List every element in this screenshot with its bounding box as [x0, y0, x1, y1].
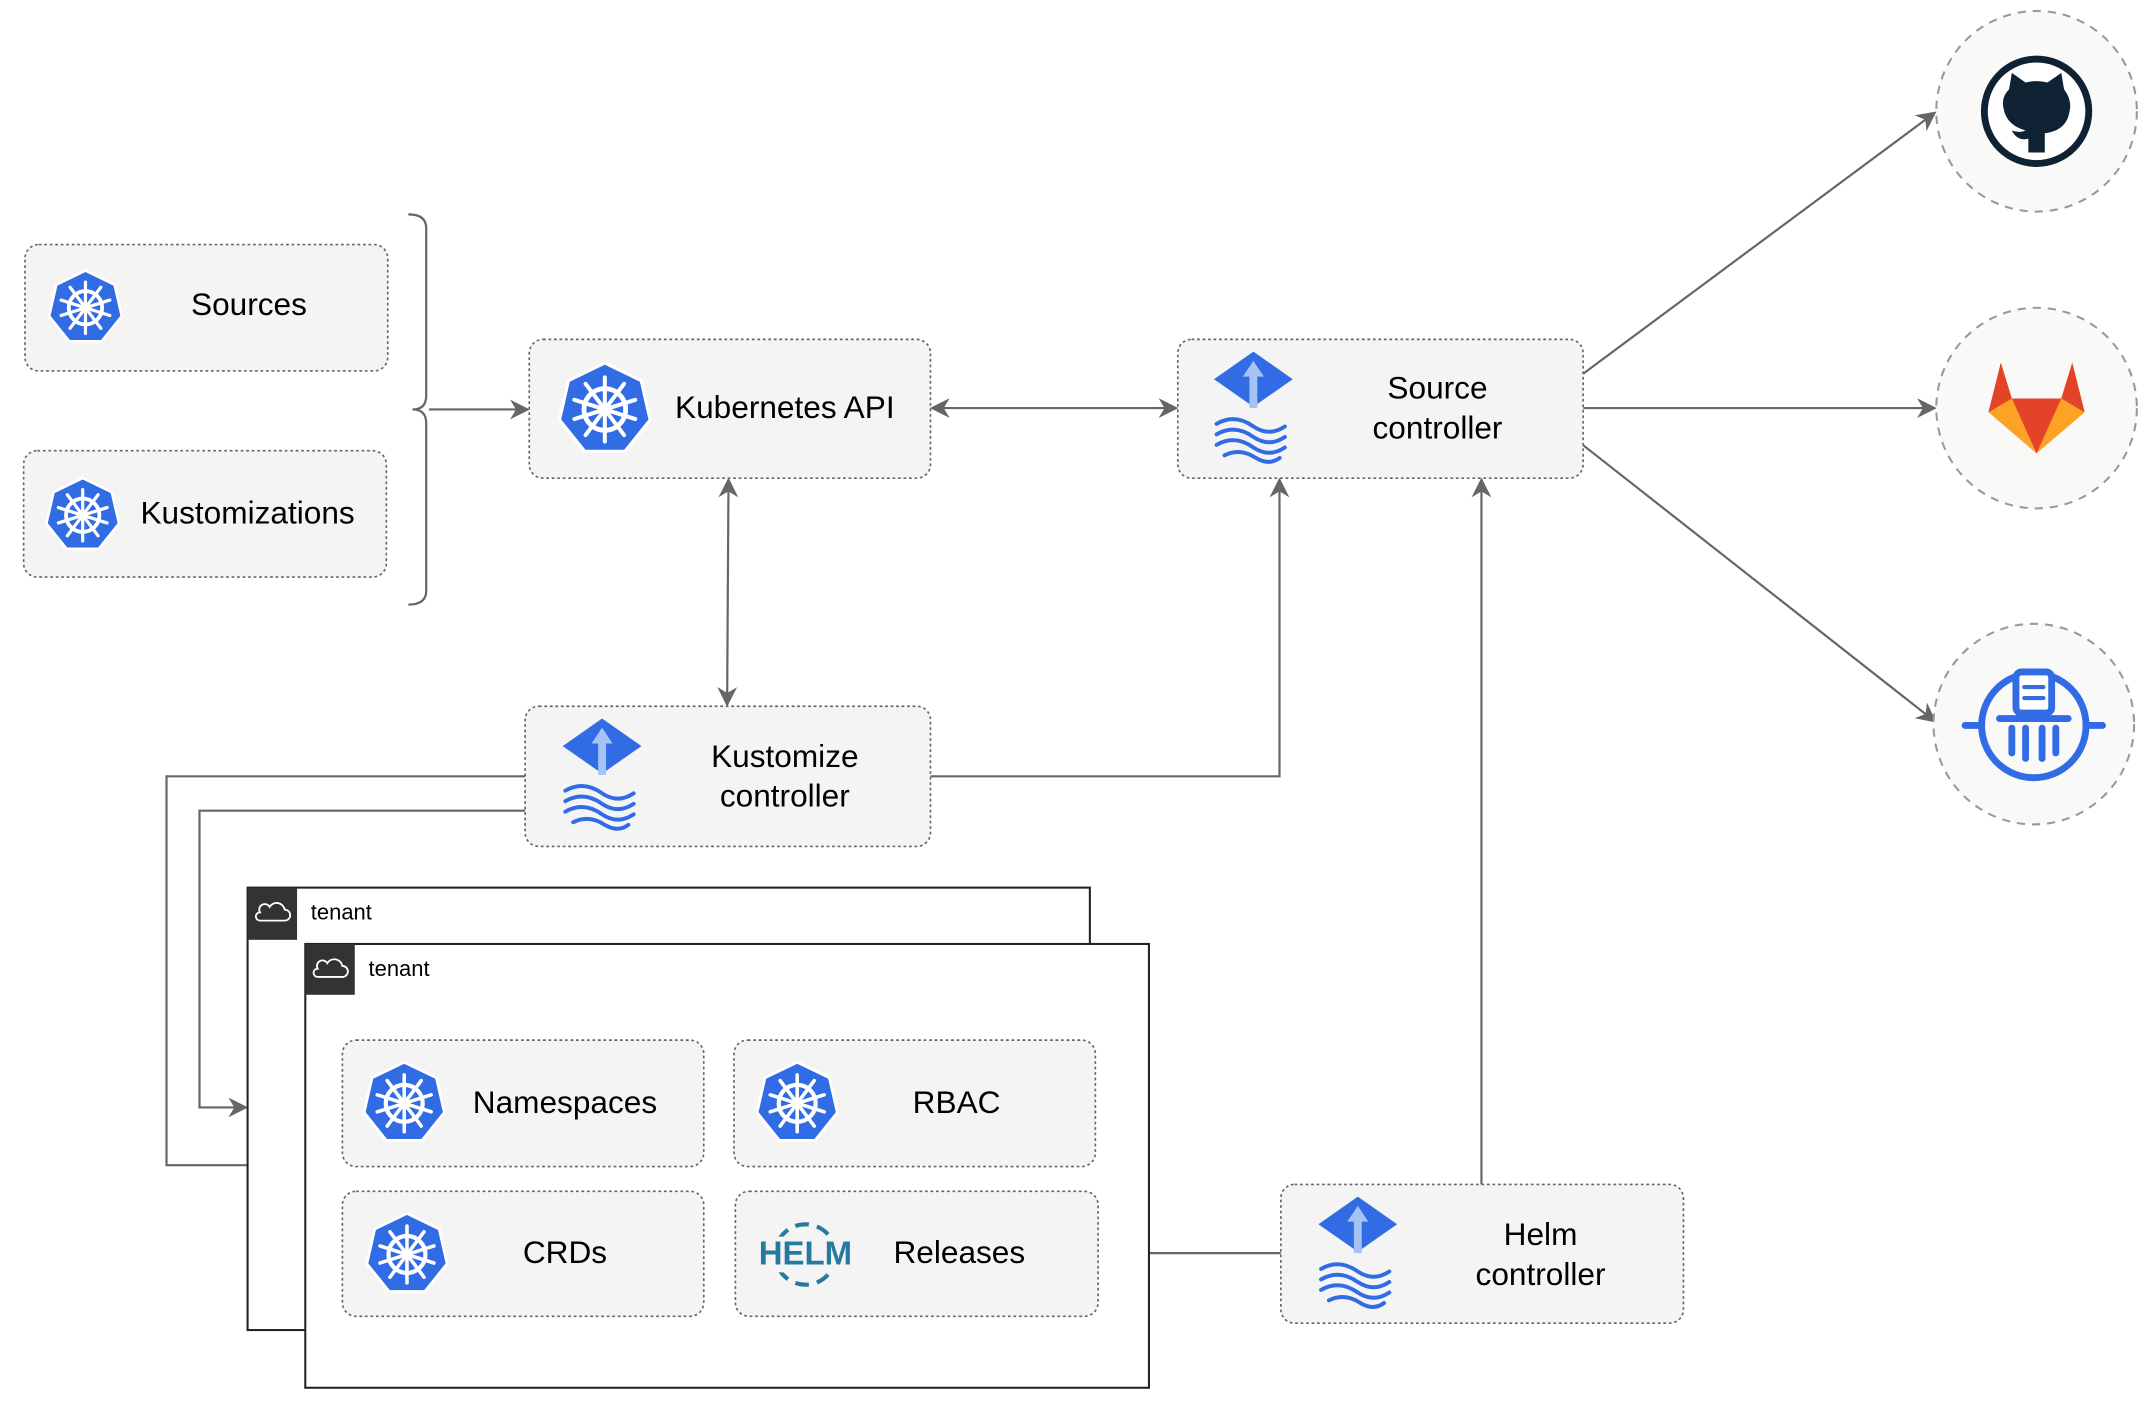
cloud-icon: [312, 958, 349, 978]
cloud-icon: [254, 902, 291, 922]
edge-source-to-github: [1582, 111, 1937, 375]
node-source-controller[interactable]: Source controller: [1176, 338, 1584, 479]
edge-kustomize-to-tenant-front: [165, 775, 526, 1176]
node-label: controller: [720, 778, 850, 814]
node-rbac[interactable]: RBAC: [733, 1039, 1097, 1168]
edge-kustomize-to-source: [930, 477, 1290, 778]
bucket-icon: [1961, 668, 2106, 782]
node-label: Kustomizations: [140, 495, 354, 531]
github-source[interactable]: [1935, 9, 2138, 213]
group-brace: [408, 213, 428, 606]
edge-source-to-bucket: [1582, 444, 1937, 723]
node-releases[interactable]: HELM Releases: [734, 1190, 1099, 1318]
node-label: Namespaces: [473, 1084, 657, 1120]
edge-api-kustomize-controller: [717, 477, 739, 707]
node-label: Releases: [893, 1234, 1025, 1270]
edge-kustomize-to-tenant-back: [198, 809, 526, 1118]
node-label: Kubernetes API: [675, 389, 895, 425]
node-kustomize-controller[interactable]: Kustomize controller: [524, 705, 932, 848]
gitlab-icon: [1988, 362, 2085, 454]
node-label: Kustomize: [711, 738, 858, 774]
node-crds[interactable]: CRDs: [341, 1190, 705, 1318]
node-label: controller: [1373, 409, 1503, 445]
node-namespaces[interactable]: Namespaces: [341, 1039, 705, 1168]
github-icon: [1980, 55, 2093, 167]
node-label: CRDs: [523, 1234, 607, 1270]
node-label: Source: [1387, 370, 1487, 406]
tenant-label: tenant: [369, 956, 430, 981]
helm-logo-text: HELM: [759, 1235, 852, 1272]
node-label: RBAC: [913, 1084, 1001, 1120]
bucket-source[interactable]: [1932, 622, 2136, 826]
node-label: controller: [1476, 1256, 1606, 1292]
tenant-label: tenant: [311, 900, 372, 925]
node-kubernetes-api[interactable]: Kubernetes API: [528, 338, 932, 479]
node-sources[interactable]: Sources: [24, 243, 389, 372]
helm-icon: HELM: [758, 1222, 853, 1287]
node-kustomizations[interactable]: Kustomizations: [22, 449, 388, 578]
node-label: Helm: [1504, 1216, 1578, 1252]
node-label: Sources: [191, 286, 307, 322]
gitlab-source[interactable]: [1935, 306, 2138, 510]
node-helm-controller[interactable]: Helm controller: [1280, 1183, 1685, 1325]
